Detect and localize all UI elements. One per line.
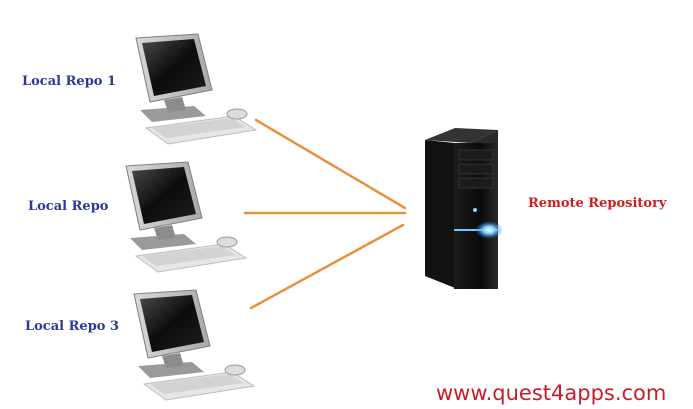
- local-repo-1-label: Local Repo 1: [22, 74, 117, 89]
- connector-line-1: [254, 118, 407, 210]
- local-repo-2-label: Local Repo: [28, 199, 109, 214]
- desktop-computer-icon: [135, 33, 257, 145]
- desktop-computer-icon: [125, 161, 247, 273]
- tower-server-icon: [425, 128, 503, 289]
- desktop-computer-icon: [133, 289, 255, 401]
- local-repo-3-label: Local Repo 3: [25, 319, 120, 334]
- remote-repository-label: Remote Repository: [528, 196, 667, 211]
- connector-line-3: [249, 223, 405, 310]
- watermark-text: www.quest4apps.com: [436, 381, 667, 405]
